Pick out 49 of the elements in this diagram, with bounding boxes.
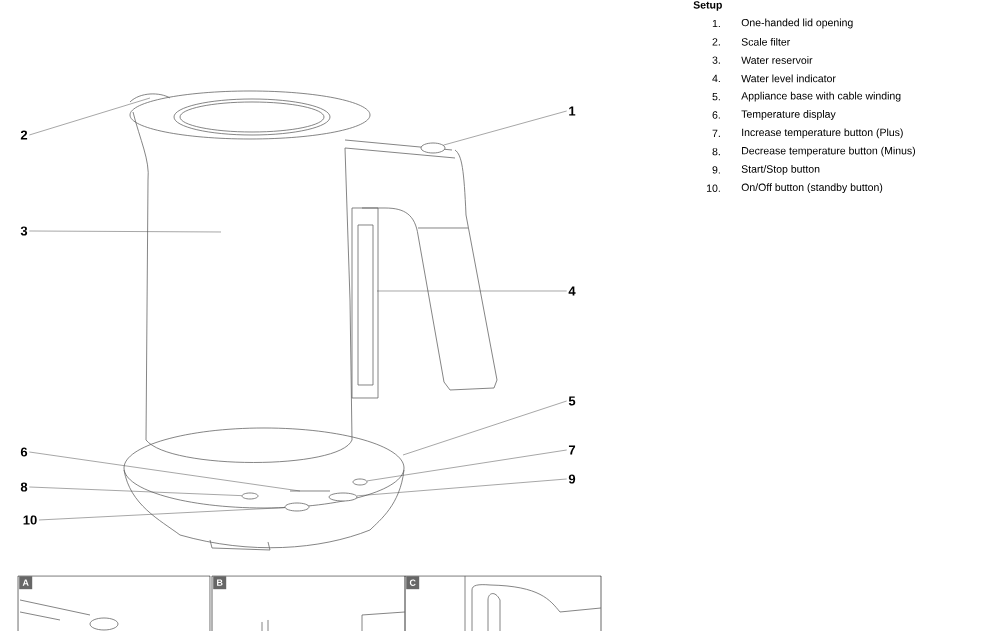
list-number: 9. xyxy=(712,166,720,174)
section-heading: Setup xyxy=(693,1,722,11)
control-button xyxy=(241,492,259,500)
list-number: 8. xyxy=(712,147,720,156)
list-item: Start/Stop button xyxy=(741,165,820,175)
list-item: On/Off button (standby button) xyxy=(741,183,883,194)
list-item: Temperature display xyxy=(741,110,836,120)
list-number: 4. xyxy=(712,74,720,82)
list-item: Water level indicator xyxy=(741,74,836,83)
list-item: One-handed lid opening xyxy=(741,18,853,29)
leader-line xyxy=(29,230,222,233)
callout-number: 3 xyxy=(20,226,28,236)
control-button xyxy=(328,492,358,502)
callout-number: 1 xyxy=(569,106,576,116)
leader-line xyxy=(376,290,567,292)
leader-line xyxy=(29,486,242,496)
leader-line xyxy=(356,478,567,497)
callout-number: 2 xyxy=(20,130,28,140)
list-item: Increase temperature button (Plus) xyxy=(742,128,903,139)
list-number: 1. xyxy=(712,19,720,28)
list-number: 5. xyxy=(712,93,720,101)
leader-line xyxy=(29,451,301,492)
list-number: 3. xyxy=(712,56,720,64)
callout-number: 10 xyxy=(23,515,37,525)
list-item: Appliance base with cable winding xyxy=(741,91,901,102)
leader-line xyxy=(443,110,567,146)
leader-line xyxy=(29,97,151,136)
callout-number: 5 xyxy=(568,396,576,406)
control-button xyxy=(284,502,310,512)
list-item: Decrease temperature button (Minus) xyxy=(742,146,915,157)
panel-letter: B xyxy=(213,576,227,590)
panel-letter: A xyxy=(19,576,33,590)
callout-number: 7 xyxy=(568,445,576,455)
list-item: Water reservoir xyxy=(741,56,813,64)
callout-number: 6 xyxy=(20,447,28,457)
callout-number: 9 xyxy=(568,474,576,484)
leader-line xyxy=(366,449,567,482)
list-number: 7. xyxy=(712,129,720,137)
callout-number: 8 xyxy=(20,482,28,492)
panel-letter: C xyxy=(406,576,420,590)
list-item: Scale filter xyxy=(741,37,791,46)
control-button xyxy=(420,142,446,154)
list-number: 2. xyxy=(712,38,720,46)
callout-number: 4 xyxy=(568,286,576,296)
leader-line xyxy=(38,507,285,521)
leader-line xyxy=(402,400,567,456)
list-number: 6. xyxy=(712,111,720,119)
list-number: 10. xyxy=(707,184,720,192)
control-button xyxy=(352,478,368,486)
